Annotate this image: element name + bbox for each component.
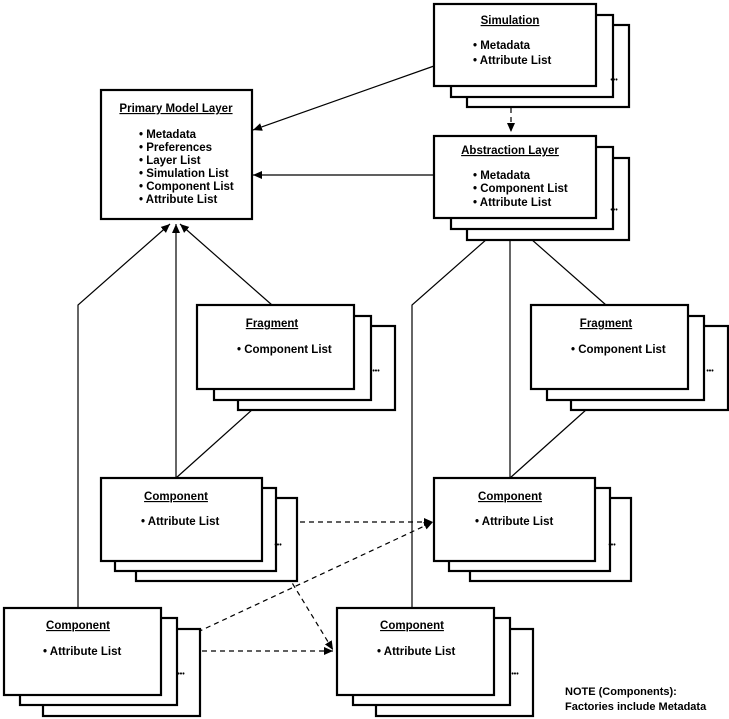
note-line: Factories include Metadata xyxy=(565,701,707,713)
node-item: • Simulation List xyxy=(139,168,229,180)
more-indicator: ••• xyxy=(274,542,282,549)
more-indicator: ••• xyxy=(610,77,618,84)
node-item: • Metadata xyxy=(473,40,531,52)
edge-component-left-bottom-to-primary xyxy=(77,223,171,608)
edge-fragment-left-to-primary xyxy=(179,223,273,306)
note-line: NOTE (Components): xyxy=(565,686,677,698)
note: NOTE (Components): Factories include Met… xyxy=(565,686,707,713)
more-indicator: ••• xyxy=(608,542,616,549)
node-item: • Attribute List xyxy=(141,516,220,528)
edge-dashed-left-mid-to-center-bottom xyxy=(254,521,334,651)
node-title: Component xyxy=(478,491,542,503)
node-item: • Metadata xyxy=(473,170,531,182)
more-indicator: ••• xyxy=(610,207,618,214)
node-component-left-bottom: Component • Attribute List ••• xyxy=(2,606,202,718)
node-title: Component xyxy=(46,620,110,632)
node-item: • Attribute List xyxy=(473,197,552,209)
node-item: • Attribute List xyxy=(473,55,552,67)
node-title: Simulation xyxy=(481,15,540,27)
node-simulation: Simulation • Metadata • Attribute List •… xyxy=(432,2,631,109)
node-item: • Component List xyxy=(139,181,234,193)
node-item: • Preferences xyxy=(139,142,212,154)
more-indicator: ••• xyxy=(706,368,714,375)
node-item: • Attribute List xyxy=(377,646,456,658)
edge-component-center-bottom-to-abstraction xyxy=(411,223,505,608)
node-primary-model-layer: Primary Model Layer • Metadata • Prefere… xyxy=(99,88,254,221)
node-title: Primary Model Layer xyxy=(119,103,233,115)
edge-dashed-left-bottom-to-right-mid xyxy=(156,521,434,652)
node-abstraction-layer: Abstraction Layer • Metadata • Component… xyxy=(432,134,631,242)
node-item: • Layer List xyxy=(139,155,201,167)
node-fragment-right: Fragment • Component List ••• xyxy=(529,303,729,412)
node-item: • Component List xyxy=(571,344,666,356)
node-title: Fragment xyxy=(246,318,299,330)
node-item: • Attribute List xyxy=(475,516,554,528)
node-fragment-left: Fragment • Component List ••• xyxy=(195,303,397,412)
more-indicator: ••• xyxy=(511,671,519,678)
node-title: Component xyxy=(380,620,444,632)
node-item: • Component List xyxy=(473,183,568,195)
node-title: Fragment xyxy=(580,318,633,330)
node-item: • Component List xyxy=(237,344,332,356)
node-item: • Metadata xyxy=(139,129,197,141)
more-indicator: ••• xyxy=(372,368,380,375)
more-indicator: ••• xyxy=(177,671,185,678)
node-item: • Attribute List xyxy=(139,194,218,206)
node-item: • Attribute List xyxy=(43,646,122,658)
node-title: Component xyxy=(144,491,208,503)
node-component-left-mid: Component • Attribute List ••• xyxy=(99,476,299,583)
node-component-right-mid: Component • Attribute List ••• xyxy=(432,476,633,583)
edge-simulation-to-primary xyxy=(252,65,435,131)
node-title: Abstraction Layer xyxy=(461,145,559,157)
node-component-center-bottom: Component • Attribute List ••• xyxy=(335,606,535,718)
